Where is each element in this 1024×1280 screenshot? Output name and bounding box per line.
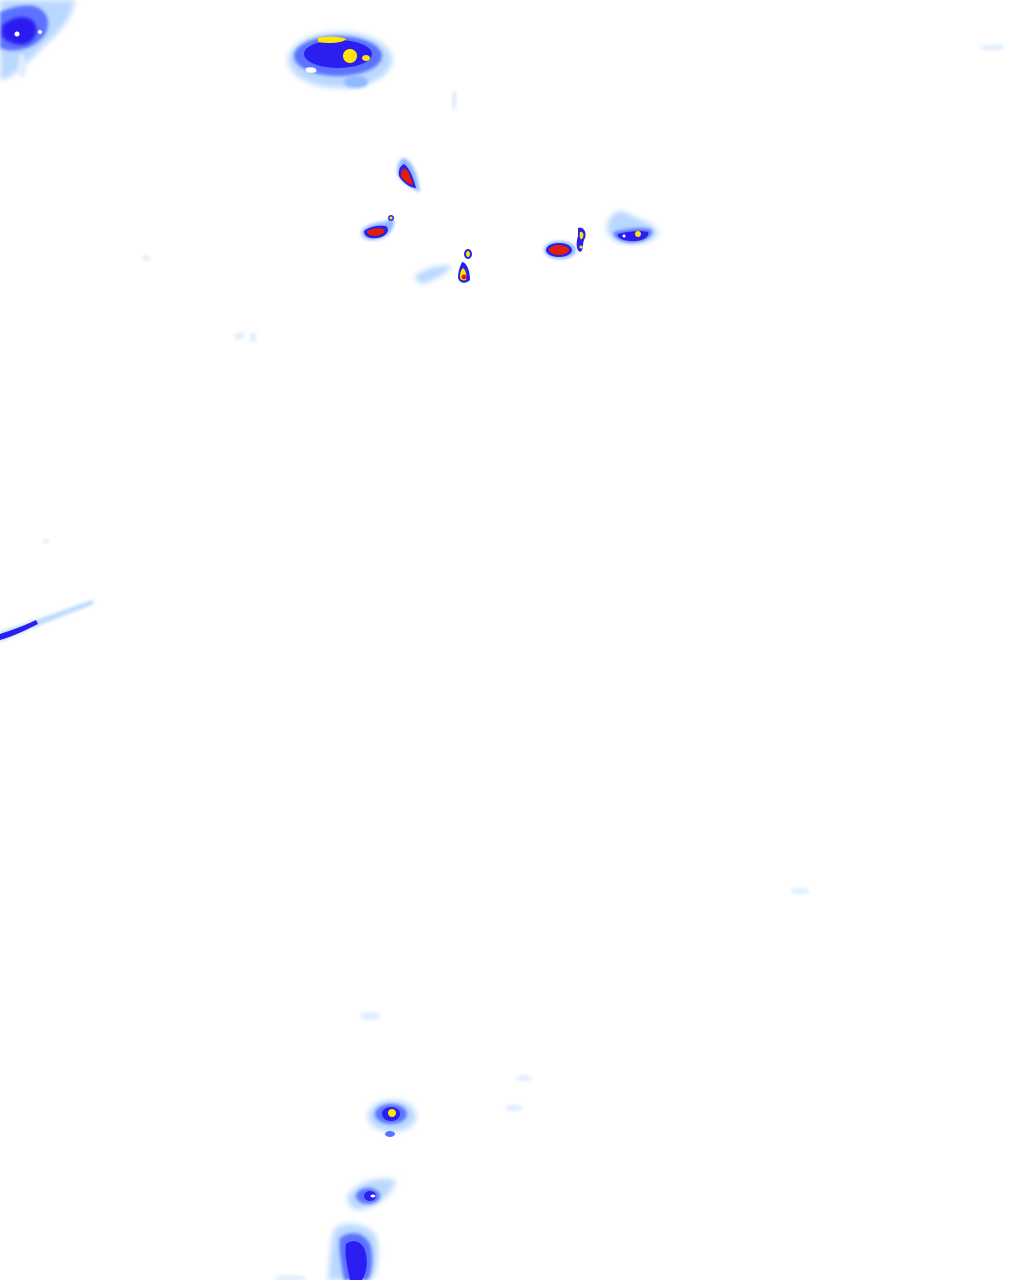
precip-cell-right xyxy=(606,211,658,244)
echo-very-intense xyxy=(549,245,569,255)
precip-cell-red-4 xyxy=(544,227,586,259)
echo-heavy xyxy=(2,17,37,45)
precip-cell-bottom-2 xyxy=(347,1178,396,1210)
echo-trace xyxy=(790,888,810,894)
echo-trace xyxy=(18,54,26,78)
precip-cell-bottom-3 xyxy=(274,1223,379,1280)
echo-intense xyxy=(389,216,393,220)
echo-intense xyxy=(579,245,583,249)
echo-intense xyxy=(362,55,370,61)
echo-core xyxy=(38,30,42,34)
echo-heavy xyxy=(0,620,38,640)
echo-trace xyxy=(516,1075,532,1081)
echo-heavy xyxy=(345,1241,367,1280)
echo-very-intense xyxy=(367,228,385,236)
precip-cell-top-left xyxy=(0,0,75,80)
echo-very-light xyxy=(0,600,94,642)
echo-light xyxy=(344,76,368,88)
echo-trace xyxy=(234,332,244,340)
echo-trace xyxy=(360,1012,380,1020)
echo-core xyxy=(14,31,20,37)
echo-trace xyxy=(452,90,457,110)
echo-heavy xyxy=(364,1191,376,1201)
echo-core xyxy=(622,234,626,238)
precip-cell-red-3 xyxy=(414,249,472,284)
echo-very-intense xyxy=(401,168,413,185)
precip-cell-red-1 xyxy=(397,158,420,192)
echo-very-intense xyxy=(461,274,467,280)
echo-heavy xyxy=(576,227,586,252)
echo-trace xyxy=(250,332,256,342)
echo-trace xyxy=(505,1105,523,1111)
echo-intense xyxy=(635,231,641,237)
echo-intense xyxy=(466,251,470,257)
echo-core xyxy=(305,67,317,73)
echo-intense xyxy=(343,49,357,63)
faint-echoes xyxy=(18,44,1004,894)
echo-heavy xyxy=(304,40,372,68)
echo-core xyxy=(370,1194,376,1198)
echo-moderate xyxy=(385,1131,395,1137)
precip-cell-bottom-1 xyxy=(360,1012,532,1137)
precip-line-left xyxy=(0,600,94,642)
echo-intense xyxy=(318,36,346,43)
precip-cell-upper-center xyxy=(288,32,392,88)
echo-trace xyxy=(274,1275,306,1280)
echo-intense xyxy=(388,1109,396,1117)
echo-intense xyxy=(579,231,584,240)
echo-trace xyxy=(980,44,1004,50)
precip-cell-red-2 xyxy=(361,215,394,240)
echo-very-light xyxy=(414,265,452,284)
echo-trace xyxy=(142,255,150,261)
echo-trace xyxy=(42,539,50,543)
